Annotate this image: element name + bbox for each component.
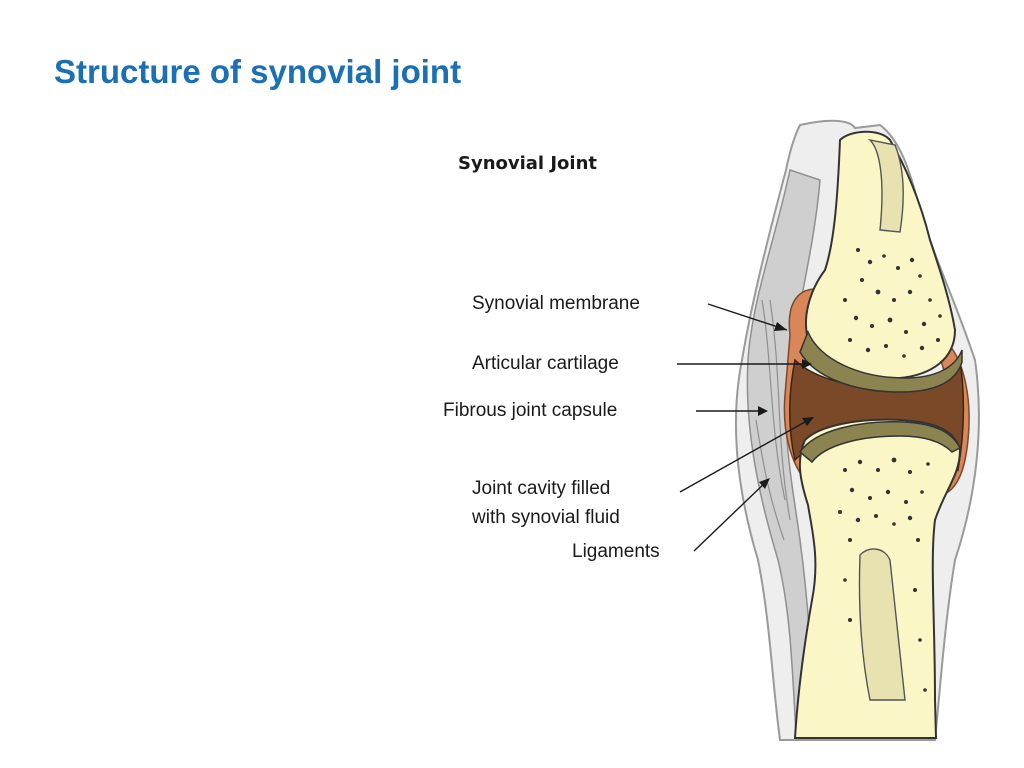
arrowhead-articular-cartilage [802, 359, 812, 369]
lower-bone-shaft [858, 548, 906, 701]
label-joint-cavity-line2: with synovial fluid [471, 507, 620, 528]
leader-joint-cavity [679, 417, 813, 493]
upper-bone [804, 130, 957, 380]
arrowhead-fibrous-capsule [758, 406, 768, 416]
upper-bone-shaft [867, 138, 904, 233]
label-synovial-membrane: Synovial membrane [472, 293, 640, 314]
arrowhead-synovial-membrane [774, 322, 787, 331]
slide-title: Structure of synovial joint [54, 53, 462, 90]
leader-ligaments [693, 479, 769, 552]
label-articular-cartilage: Articular cartilage [472, 353, 619, 374]
spongy-bone-dots [838, 248, 942, 692]
diagram-heading: Synovial Joint [458, 153, 597, 174]
arrowhead-joint-cavity [802, 417, 814, 426]
arrowhead-ligaments [759, 478, 770, 489]
leader-synovial-membrane [707, 303, 788, 331]
label-fibrous-joint-capsule: Fibrous joint capsule [443, 400, 617, 421]
lower-cartilage [798, 421, 962, 464]
label-joint-cavity-line1: Joint cavity filled [472, 478, 610, 499]
leader-lines [677, 303, 814, 552]
label-ligaments: Ligaments [572, 541, 660, 562]
upper-cartilage [799, 330, 963, 393]
